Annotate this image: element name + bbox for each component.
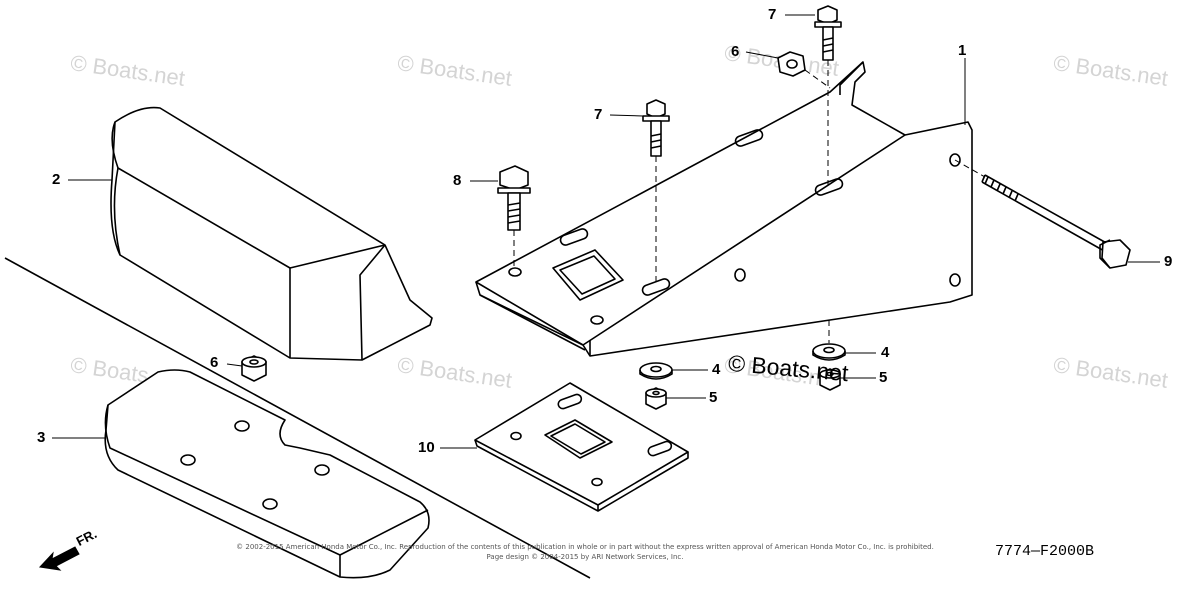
part-9-long-bolt <box>954 159 1131 269</box>
callout-part-7b: 7 <box>768 6 777 23</box>
copyright-line-1: © 2002-2015 American Honda Motor Co., In… <box>236 543 934 551</box>
part-6-nut-top <box>777 51 831 89</box>
leader-lines <box>52 14 1160 449</box>
callout-part-5a: 5 <box>709 389 718 406</box>
base-line <box>4 257 591 579</box>
part-7-bolt-top <box>814 5 842 185</box>
callout-part-1: 1 <box>958 42 967 59</box>
part-4-washer-center <box>639 362 673 380</box>
part-3-lower-pad <box>104 369 430 579</box>
callout-part-2: 2 <box>52 171 61 188</box>
callout-part-4a: 4 <box>712 361 721 378</box>
callout-part-6b: 6 <box>731 43 740 60</box>
callout-part-6a: 6 <box>210 354 219 371</box>
part-5-nut-center <box>645 387 667 410</box>
front-direction-arrow-icon <box>38 546 80 571</box>
drawing-number: 7774—F2000B <box>995 543 1095 560</box>
part-7-bolt-left <box>642 99 670 285</box>
callout-part-8: 8 <box>453 172 462 189</box>
copyright-notice: © 2002-2015 American Honda Motor Co., In… <box>175 542 995 562</box>
part-5-nut-right <box>819 368 841 391</box>
callout-part-4b: 4 <box>881 344 890 361</box>
part-2-upper-cover <box>110 106 433 361</box>
copyright-line-2: Page design © 2004-2015 by ARI Network S… <box>486 553 684 561</box>
part-1-bracket <box>475 61 973 357</box>
part-8-bolt <box>497 165 531 270</box>
part-4-washer-right <box>812 320 846 361</box>
callout-part-7a: 7 <box>594 106 603 123</box>
callout-part-5b: 5 <box>879 369 888 386</box>
callout-part-3: 3 <box>37 429 46 446</box>
part-6-nut-left <box>241 355 267 382</box>
callout-part-9: 9 <box>1164 253 1173 270</box>
callout-part-10: 10 <box>418 439 435 456</box>
part-10-plate <box>474 382 689 512</box>
